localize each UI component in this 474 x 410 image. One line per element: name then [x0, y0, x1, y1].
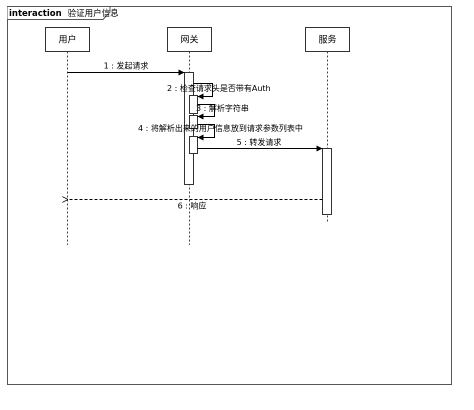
message-6-label: 6 : 响应: [178, 201, 207, 211]
message-1[interactable]: 1 : 发起请求: [67, 61, 185, 76]
message-3-label: 3 : 解析字符串: [196, 103, 249, 113]
lifeline-gateway[interactable]: 网关: [167, 27, 212, 246]
message-4[interactable]: 4 : 将解析出来的用户信息放到请求参数列表中: [138, 123, 303, 141]
message-5-label: 5 : 转发请求: [237, 137, 282, 147]
message-6[interactable]: 6 : 响应: [68, 200, 323, 211]
message-3-arrow: [197, 104, 215, 120]
frame-title: interaction 验证用户信息: [9, 3, 119, 20]
frame-keyword: interaction: [9, 9, 62, 19]
lifeline-head-gateway[interactable]: [167, 27, 212, 52]
lifeline-label-service: 服务: [318, 34, 336, 46]
lifeline-label-user: 用户: [58, 34, 76, 46]
message-2-arrow: [193, 83, 213, 100]
message-4-label: 4 : 将解析出来的用户信息放到请求参数列表中: [138, 123, 303, 133]
message-2-label: 2 : 检查请求头是否带有Auth: [167, 83, 271, 93]
lifeline-label-gateway: 网关: [180, 34, 198, 46]
activation-service: [322, 148, 332, 215]
frame-name: 验证用户信息: [68, 8, 120, 19]
message-5[interactable]: 5 : 转发请求: [197, 137, 323, 152]
lifeline-head-service[interactable]: [305, 27, 350, 52]
message-3[interactable]: 3 : 解析字符串: [196, 103, 249, 120]
lifeline-user[interactable]: 用户: [45, 27, 90, 246]
message-1-label: 1 : 发起请求: [104, 61, 149, 71]
activation-gateway-nested-3: [189, 136, 198, 154]
interaction-frame: [7, 6, 452, 385]
message-4-arrow: [197, 124, 215, 141]
lifeline-head-user[interactable]: [45, 27, 90, 52]
activation-gateway-nested-2: [189, 115, 198, 129]
message-2[interactable]: 2 : 检查请求头是否带有Auth: [167, 83, 271, 100]
frame-title-tab: [7, 6, 111, 20]
lifeline-service[interactable]: 服务: [305, 27, 350, 223]
